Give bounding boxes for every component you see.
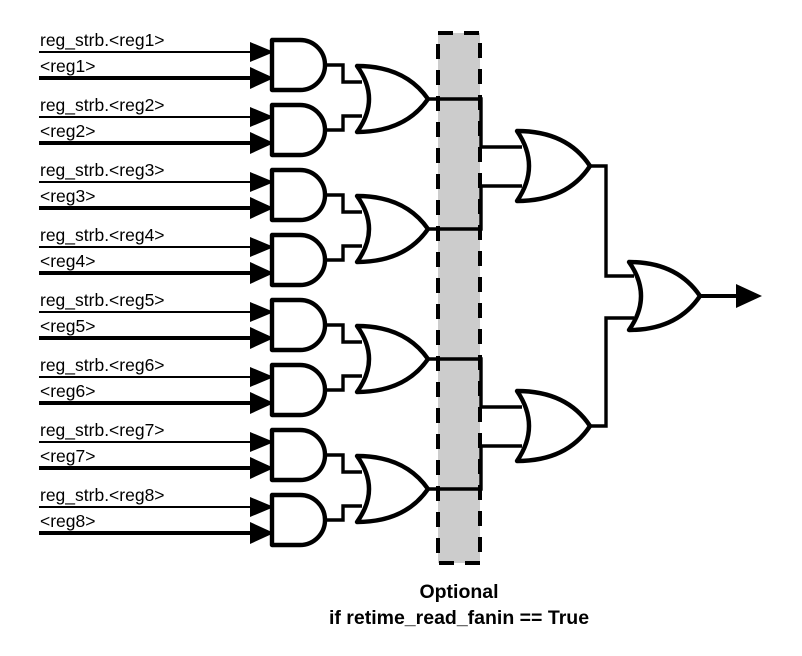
label-strobe-6: reg_strb.<reg6> xyxy=(40,355,165,376)
label-data-2: <reg2> xyxy=(40,121,95,141)
or-gate-stage2-2 xyxy=(514,388,593,464)
wire-and4-to-or2 xyxy=(325,244,362,262)
and-gate-7 xyxy=(269,427,328,483)
strobe-arrow-3 xyxy=(250,172,274,192)
wire-and2-to-or1 xyxy=(325,114,362,132)
output-arrow xyxy=(736,284,762,308)
label-data-5: <reg5> xyxy=(40,316,95,336)
strobe-arrow-4 xyxy=(250,237,274,257)
data-arrow-1 xyxy=(250,67,274,89)
label-strobe-4: reg_strb.<reg4> xyxy=(40,225,165,246)
output-group xyxy=(699,284,762,308)
strobe-arrow-6 xyxy=(250,367,274,387)
label-strobe-7: reg_strb.<reg7> xyxy=(40,420,165,441)
input-pair-2 xyxy=(39,107,274,154)
and-gate-5 xyxy=(269,297,328,353)
wire-and1-to-or1 xyxy=(325,63,362,84)
input-pair-5 xyxy=(39,302,274,349)
wire-and8-to-or4 xyxy=(325,504,362,522)
strobe-arrow-8 xyxy=(250,497,274,517)
label-data-3: <reg3> xyxy=(40,186,95,206)
strobe-arrow-5 xyxy=(250,302,274,322)
strobe-arrow-2 xyxy=(250,107,274,127)
or-gates-stage2-group xyxy=(514,128,593,464)
input-pair-8 xyxy=(39,497,274,544)
and-to-or-wires xyxy=(325,63,362,522)
input-pair-6 xyxy=(39,367,274,414)
or-gate-stage1-2 xyxy=(354,193,431,265)
label-data-7: <reg7> xyxy=(40,446,95,466)
or-gates-stage1-group xyxy=(354,63,431,525)
input-pair-3 xyxy=(39,172,274,219)
label-data-6: <reg6> xyxy=(40,381,95,401)
data-arrow-7 xyxy=(250,457,274,479)
wire-and5-to-or3 xyxy=(325,323,362,344)
strobe-arrow-7 xyxy=(250,432,274,452)
and-gate-2 xyxy=(269,102,328,158)
data-arrow-2 xyxy=(250,132,274,154)
optional-retime-region xyxy=(436,31,482,565)
wire-and3-to-or2 xyxy=(325,193,362,214)
wire-and7-to-or4 xyxy=(325,453,362,474)
input-pair-4 xyxy=(39,237,274,284)
label-strobe-1: reg_strb.<reg1> xyxy=(40,30,165,51)
input-wires-group xyxy=(39,42,274,544)
or-gate-stage1-1 xyxy=(354,63,431,135)
wire-or4-to-or6 xyxy=(427,444,522,491)
label-strobe-3: reg_strb.<reg3> xyxy=(40,160,165,181)
data-arrow-3 xyxy=(250,197,274,219)
and-gate-1 xyxy=(269,37,328,93)
or-gate-stage2-1 xyxy=(514,128,593,204)
wire-or5-to-final xyxy=(589,164,634,278)
label-data-4: <reg4> xyxy=(40,251,95,271)
label-strobe-2: reg_strb.<reg2> xyxy=(40,95,165,116)
input-pair-7 xyxy=(39,432,274,479)
wire-or3-to-or6 xyxy=(427,357,522,409)
wire-or2-to-or5 xyxy=(427,184,522,231)
or-gate-stage1-3 xyxy=(354,323,431,395)
and-gate-3 xyxy=(269,167,328,223)
data-arrow-5 xyxy=(250,327,274,349)
data-arrow-6 xyxy=(250,392,274,414)
label-strobe-8: reg_strb.<reg8> xyxy=(40,485,165,506)
and-gates-group xyxy=(269,37,328,548)
signal-labels-group: reg_strb.<reg1> <reg1> reg_strb.<reg2> <… xyxy=(40,30,165,531)
label-data-8: <reg8> xyxy=(40,511,95,531)
and-gate-6 xyxy=(269,362,328,418)
stage1-to-stage2-wires xyxy=(427,97,522,491)
label-strobe-5: reg_strb.<reg5> xyxy=(40,290,165,311)
data-arrow-4 xyxy=(250,262,274,284)
input-pair-1 xyxy=(39,42,274,89)
label-data-1: <reg1> xyxy=(40,56,95,76)
or-gate-final xyxy=(626,259,703,333)
and-gate-4 xyxy=(269,232,328,288)
wire-or1-to-or5 xyxy=(427,97,522,149)
optional-caption-group: Optional if retime_read_fanin == True xyxy=(329,581,589,629)
strobe-arrow-1 xyxy=(250,42,274,62)
or-gate-stage1-4 xyxy=(354,453,431,525)
optional-caption-line1: Optional xyxy=(419,581,498,603)
stage2-to-final-wires xyxy=(589,164,634,428)
wire-and6-to-or3 xyxy=(325,374,362,392)
optional-caption-line2: if retime_read_fanin == True xyxy=(329,607,589,629)
wire-or6-to-final xyxy=(589,316,634,428)
data-arrow-8 xyxy=(250,522,274,544)
and-gate-8 xyxy=(269,492,328,548)
